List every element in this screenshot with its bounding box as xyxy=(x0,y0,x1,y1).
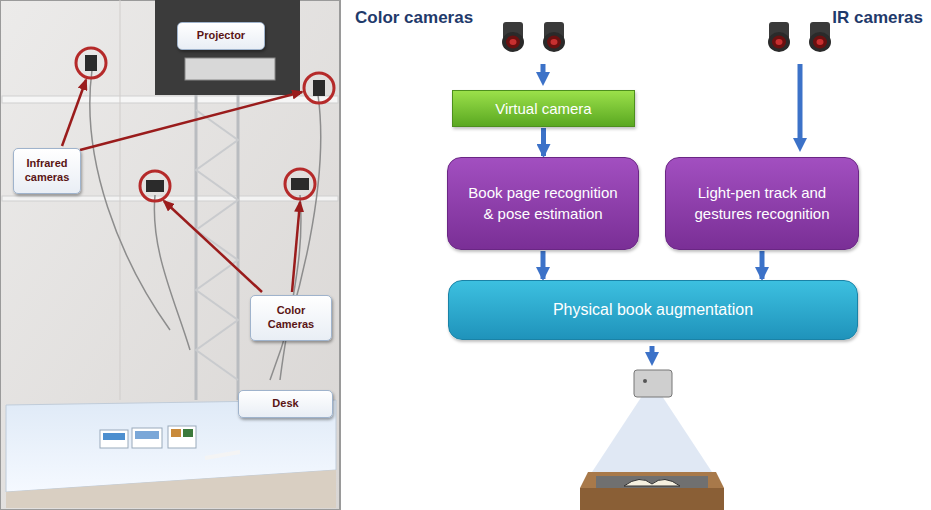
flow-arrow xyxy=(760,251,765,279)
process-box: Light-pen track and gestures recognition xyxy=(665,157,859,250)
callout-label: Infrared cameras xyxy=(13,148,81,194)
flow-arrow xyxy=(541,128,546,156)
process-box: Book page recognition & pose estimation xyxy=(447,157,639,250)
node-text: Light-pen track and gestures recognition xyxy=(680,183,844,224)
callout-label: Projector xyxy=(177,22,265,50)
process-box: Virtual camera xyxy=(452,90,635,127)
node-text: Color Cameras xyxy=(255,304,327,332)
flow-arrow xyxy=(541,251,546,279)
node-text: Infrared cameras xyxy=(18,157,76,185)
callout-label: Desk xyxy=(238,390,333,418)
node-text: Desk xyxy=(272,397,298,411)
node-text: Virtual camera xyxy=(495,100,591,117)
node-text: Book page recognition & pose estimation xyxy=(462,183,624,224)
process-box: Physical book augmentation xyxy=(448,280,858,340)
heading-label: Color cameras xyxy=(355,8,473,28)
callout-label: Color Cameras xyxy=(250,295,332,341)
heading-label: IR cameras xyxy=(832,8,923,28)
node-text: Physical book augmentation xyxy=(553,301,753,319)
node-text: Projector xyxy=(197,29,245,43)
